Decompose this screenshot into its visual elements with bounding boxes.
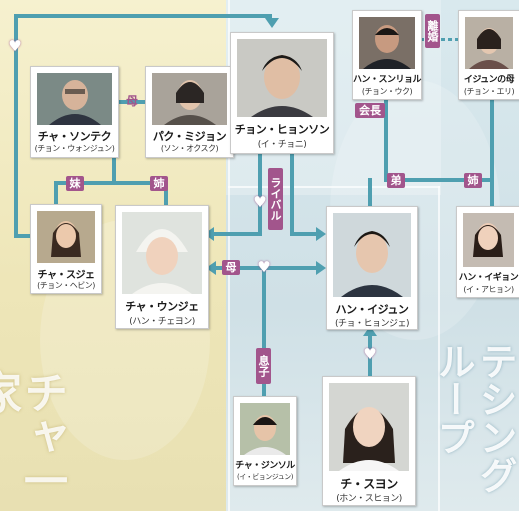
connector-line (210, 232, 262, 236)
connector-line (14, 14, 272, 18)
zone-divider (438, 186, 440, 511)
connector-line (290, 232, 320, 236)
person-card-cha-unje[interactable]: チャ・ウンジェ (ハン・チェヨン) (115, 205, 209, 329)
heart-icon: ♥ (257, 258, 271, 276)
actor-name: (イ・ビョンジュン) (237, 473, 293, 481)
connector-line (258, 150, 262, 236)
relation-rival: ライバル (268, 168, 283, 230)
connector-line (14, 234, 34, 238)
connector-line (368, 178, 372, 208)
person-name: イジュンの母 (463, 75, 515, 85)
person-name: ハン・イジュン (335, 303, 409, 316)
portrait-photo (37, 211, 95, 263)
group-title-cha-family: チャ一家 (0, 370, 67, 502)
person-name: チャ・ソンテク (37, 130, 112, 143)
connector-line (262, 266, 266, 400)
group-title-taesin: テシングループ (431, 342, 517, 494)
portrait-photo (359, 17, 415, 69)
portrait-photo (465, 17, 513, 69)
connector-line (384, 178, 494, 182)
relation-older-sister: 姉 (150, 176, 168, 191)
actor-name: (イ・チョニ) (257, 140, 307, 150)
portrait-photo (122, 212, 202, 294)
portrait-photo (237, 39, 327, 117)
person-card-cha-jinsol[interactable]: チャ・ジンソル (イ・ビョンジュン) (233, 396, 297, 486)
person-card-han-ijun[interactable]: ハン・イジュン (チョ・ヒョンジェ) (326, 206, 418, 330)
relation-mother: 母 (125, 94, 138, 108)
actor-name: (ホン・スヒョン) (336, 494, 402, 504)
person-name: チャ・スジェ (37, 270, 95, 281)
portrait-photo (333, 213, 411, 297)
actor-name: (チョ・ヒョンジェ) (334, 319, 410, 329)
heart-icon: ♥ (253, 193, 267, 211)
person-card-han-igyon[interactable]: ハン・イギョン (イ・アヒョン) (456, 206, 519, 298)
arrow-right (316, 227, 326, 241)
actor-name: (チョン・ヘビン) (37, 281, 95, 290)
relation-chairman: 会長 (355, 103, 385, 118)
relation-younger-brother: 弟 (387, 173, 405, 188)
arrow-right (316, 261, 326, 275)
connector-line (54, 181, 168, 185)
relation-younger-sister: 妹 (66, 176, 84, 191)
actor-name: (チョン・エリ) (463, 87, 515, 96)
actor-name: (チョン・ウォンジュン) (34, 144, 115, 153)
connector-line (490, 96, 494, 182)
person-name: チャ・ウンジェ (125, 300, 199, 313)
person-card-han-sunrir[interactable]: ハン・スンリョル (チョン・ウク) (352, 10, 422, 100)
person-card-jon-hyonson[interactable]: チョン・ヒョンソン (イ・チョニ) (230, 32, 334, 154)
actor-name: (ハン・チェヨン) (129, 317, 195, 327)
connector-line (290, 150, 294, 236)
heart-icon: ♥ (8, 37, 22, 55)
heart-icon: ♥ (363, 345, 377, 363)
person-name: ハン・スンリョル (353, 75, 422, 85)
person-name: ハン・イギョン (458, 273, 519, 283)
portrait-photo (152, 73, 227, 125)
connector-line (164, 181, 168, 205)
person-card-ijun-mother[interactable]: イジュンの母 (チョン・エリ) (458, 10, 519, 100)
arrow-down (265, 18, 279, 28)
connector-line (54, 181, 58, 205)
connector-line (384, 96, 388, 180)
relation-mother-mid: 母 (222, 260, 240, 275)
portrait-photo (240, 403, 290, 455)
arrow-left (206, 261, 216, 275)
actor-name: (ソン・オクスク) (160, 144, 219, 153)
person-card-park-mijon[interactable]: パク・ミジョン (ソン・オクスク) (145, 66, 234, 158)
relation-son: 息子 (256, 348, 271, 384)
person-name: チ・スヨン (340, 477, 398, 491)
portrait-photo (329, 383, 409, 471)
actor-name: (イ・アヒョン) (463, 285, 514, 294)
connector-line (14, 14, 18, 238)
person-card-ji-suyon[interactable]: チ・スヨン (ホン・スヒョン) (322, 376, 416, 506)
relation-divorce: 離婚 (425, 14, 440, 48)
actor-name: (チョン・ウク) (361, 87, 413, 96)
portrait-photo (37, 73, 112, 125)
connector-line (490, 178, 494, 208)
connector-line (368, 328, 372, 378)
person-name: チャ・ジンソル (235, 461, 295, 471)
person-card-cha-sontek[interactable]: チャ・ソンテク (チョン・ウォンジュン) (30, 66, 119, 158)
person-name: チョン・ヒョンソン (234, 123, 330, 136)
person-card-cha-suje[interactable]: チャ・スジェ (チョン・ヘビン) (30, 204, 102, 294)
portrait-photo (463, 213, 514, 267)
arrow-left (204, 227, 214, 241)
person-name: パク・ミジョン (152, 130, 227, 143)
relation-older-sister-right: 姉 (464, 173, 482, 188)
zone-divider (228, 0, 230, 511)
arrow-up (363, 326, 377, 336)
connector-line (214, 266, 318, 270)
